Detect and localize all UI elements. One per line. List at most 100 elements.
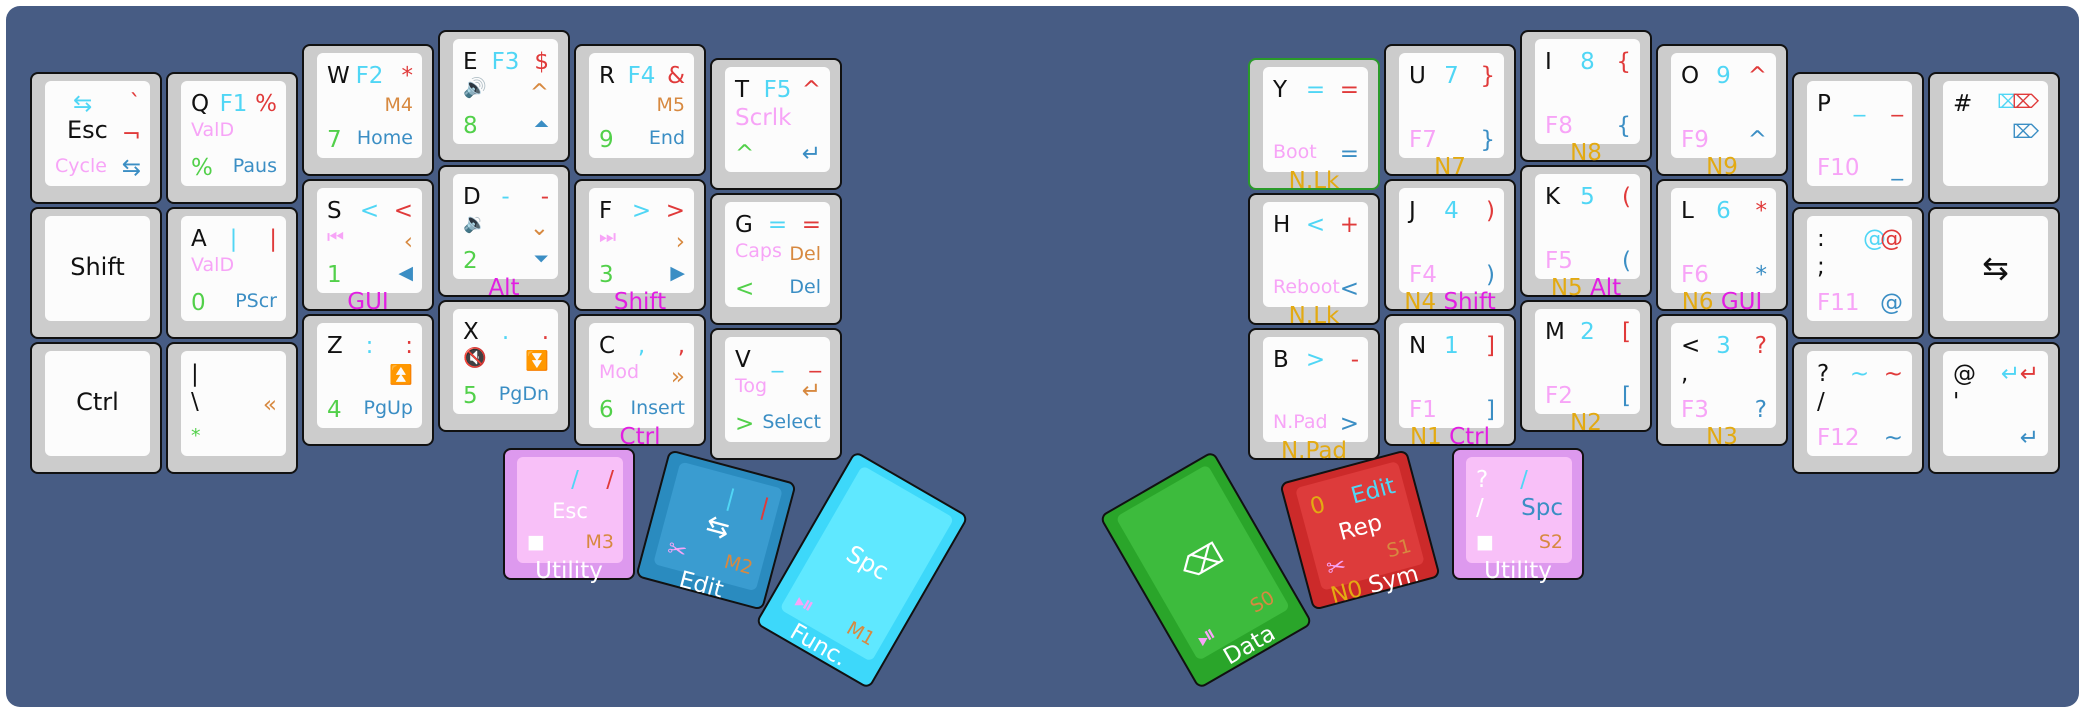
key-h[interactable]: H < + Reboot < N.Lk bbox=[1248, 193, 1380, 329]
layer-label-n4: N4 bbox=[1404, 289, 1437, 315]
key-j-tm: 4 bbox=[1444, 198, 1459, 224]
key-g[interactable]: G = = Caps Del < Del bbox=[710, 193, 842, 325]
key-y-bl: Boot bbox=[1273, 141, 1317, 163]
key-t-bl: ^ bbox=[735, 141, 755, 167]
key-e-tm: F3 bbox=[491, 49, 520, 75]
key-f[interactable]: F > > ⏭ › 3 ▶ Shift bbox=[574, 179, 706, 314]
key-l[interactable]: L 6 * F6 * N6 GUI bbox=[1656, 179, 1788, 314]
key-hash[interactable]: # ⌦ ⌦ ⌦ bbox=[1928, 72, 2060, 204]
key-d[interactable]: D - - 🔉 ⌄ 2 ⏷ Alt bbox=[438, 165, 570, 300]
key-esc-br: ⇆ bbox=[121, 155, 141, 181]
key-q-tr: % bbox=[255, 91, 277, 117]
key-k[interactable]: K 5 ( F5 ( N5 Alt bbox=[1520, 165, 1652, 300]
key-m[interactable]: M 2 [ F2 [ N2 bbox=[1520, 300, 1652, 435]
play-pause-icon: ⏯ bbox=[790, 587, 820, 620]
key-g-mr: Del bbox=[789, 243, 821, 265]
layer-label-alt: Alt bbox=[1590, 275, 1622, 301]
key-v-ml: Tog bbox=[735, 375, 768, 397]
key-question[interactable]: ? ~ ~ / F12 ~ bbox=[1792, 342, 1924, 474]
key-q[interactable]: Q F1 % ValD % Paus bbox=[166, 72, 298, 204]
key-l-bl: F6 bbox=[1681, 262, 1709, 288]
key-r[interactable]: R F4 & M5 9 End bbox=[574, 44, 706, 176]
key-y[interactable]: Y = = Boot = N.Lk bbox=[1248, 58, 1380, 193]
key-f-tm: > bbox=[631, 198, 652, 224]
key-d-mr: ⌄ bbox=[529, 215, 549, 241]
key-b[interactable]: B > - N.Pad > N.Pad bbox=[1248, 328, 1380, 463]
layer-label-n9: N9 bbox=[1706, 154, 1738, 180]
key-j-label: J bbox=[1409, 198, 1416, 224]
key-z[interactable]: Z : : ⏫ 4 PgUp bbox=[302, 314, 434, 446]
key-b-label: B bbox=[1273, 347, 1289, 373]
key-v-tm: _ bbox=[771, 347, 784, 373]
key-x-label: X bbox=[463, 319, 479, 345]
key-j[interactable]: J 4 ) F4 ) N4 Shift bbox=[1384, 179, 1516, 314]
key-lt[interactable]: < 3 ? , F3 ? N3 bbox=[1656, 314, 1788, 449]
thumb-repeat[interactable]: 0 Edit Rep ✂ S1 N0 Sym bbox=[1279, 449, 1441, 611]
key-w-label: W bbox=[327, 63, 350, 89]
key-v-label: V bbox=[735, 347, 751, 373]
mute-icon: 🔇 bbox=[463, 347, 487, 369]
backspace-icon: ⌫ bbox=[1175, 536, 1230, 588]
key-colon-label: : bbox=[1817, 226, 1825, 252]
key-w[interactable]: W F2 * M4 7 Home bbox=[302, 44, 434, 176]
key-b-bl: N.Pad bbox=[1273, 411, 1328, 433]
key-z-label: Z bbox=[327, 333, 343, 359]
key-lt-br: ? bbox=[1754, 397, 1767, 423]
key-n[interactable]: N 1 ] F1 ] N1 Ctrl bbox=[1384, 314, 1516, 449]
arrow-down-icon: ⏷ bbox=[533, 248, 549, 270]
key-esc[interactable]: ⇆ ` Esc ¬ Cycle ⇆ bbox=[30, 72, 162, 204]
key-question-bl: F12 bbox=[1817, 425, 1860, 451]
layer-label-n6: N6 bbox=[1681, 289, 1714, 315]
key-r-tm: F4 bbox=[627, 63, 656, 89]
thumb-r-util-tm: / bbox=[1520, 467, 1528, 493]
key-g-bl: < bbox=[735, 276, 755, 302]
key-u[interactable]: U 7 } F7 } N7 bbox=[1384, 44, 1516, 179]
enter-icon: ↵ bbox=[2000, 361, 2021, 387]
key-o[interactable]: O 9 ^ F9 ^ N9 bbox=[1656, 44, 1788, 180]
key-question-tm: ~ bbox=[1849, 361, 1870, 387]
key-p[interactable]: P _ _ F10 _ bbox=[1792, 72, 1924, 204]
key-e[interactable]: E F3 $ 🔊 ^ 8 ⏶ bbox=[438, 30, 570, 162]
key-x-bl: 5 bbox=[463, 383, 478, 409]
thumb-space-label: Spc bbox=[841, 539, 894, 586]
key-l-label: L bbox=[1681, 198, 1694, 224]
key-lt-ml: , bbox=[1681, 361, 1689, 387]
key-esc-mr: ¬ bbox=[121, 122, 141, 148]
key-h-tr: + bbox=[1339, 212, 1359, 238]
key-h-br: < bbox=[1339, 276, 1359, 302]
enter-icon: ↵ bbox=[801, 378, 821, 404]
key-esc-label: Esc bbox=[67, 116, 108, 144]
thumb-utility-right[interactable]: ? / / Spc ■ S2 Utility bbox=[1452, 448, 1584, 583]
key-u-label: U bbox=[1409, 63, 1426, 89]
key-c[interactable]: C , , Mod » 6 Insert Ctrl bbox=[574, 314, 706, 449]
key-pipe[interactable]: | \ « * bbox=[166, 342, 298, 474]
key-t[interactable]: T F5 ^ Scrlk ^ ↵ bbox=[710, 58, 842, 190]
key-lt-tm: 3 bbox=[1716, 333, 1731, 359]
thumb-edit[interactable]: | | ⇆ ✂ M2 Edit bbox=[635, 449, 797, 611]
key-lt-label: < bbox=[1681, 333, 1701, 359]
key-s-mr: ‹ bbox=[403, 229, 413, 255]
key-pipe-mr: « bbox=[262, 392, 277, 418]
key-x[interactable]: X . . 🔇 ⏬ 5 PgDn bbox=[438, 300, 570, 432]
key-v[interactable]: V _ _ Tog ↵ > Select bbox=[710, 328, 842, 460]
key-v-br: Select bbox=[762, 411, 821, 433]
key-s[interactable]: S < < ⏮ ‹ 1 ◀ GUI bbox=[302, 179, 434, 314]
thumb-utility-left[interactable]: / / Esc ■ M3 Utility bbox=[503, 448, 635, 583]
key-at[interactable]: @ ↵ ↵ ' ↵ bbox=[1928, 342, 2060, 474]
key-ctrl[interactable]: Ctrl bbox=[30, 342, 162, 474]
key-shift[interactable]: Shift bbox=[30, 207, 162, 339]
key-swap[interactable]: ⇆ bbox=[1928, 207, 2060, 339]
key-pipe-label: | bbox=[191, 361, 199, 387]
key-j-tr: ) bbox=[1486, 198, 1495, 224]
key-colon-br: @ bbox=[1880, 290, 1903, 316]
key-a[interactable]: A | | ValD 0 PScr bbox=[166, 207, 298, 339]
key-i-label: I bbox=[1545, 49, 1552, 75]
key-h-label: H bbox=[1273, 212, 1291, 238]
key-m-tm: 2 bbox=[1580, 319, 1595, 345]
layer-label-numlock-2: N.Lk bbox=[1288, 303, 1340, 329]
key-d-label: D bbox=[463, 184, 481, 210]
key-colon[interactable]: : @ @ ; F11 @ bbox=[1792, 207, 1924, 339]
key-i[interactable]: I 8 { F8 { N8 bbox=[1520, 30, 1652, 165]
key-f-label: F bbox=[599, 198, 613, 224]
key-z-tr: : bbox=[405, 333, 413, 359]
